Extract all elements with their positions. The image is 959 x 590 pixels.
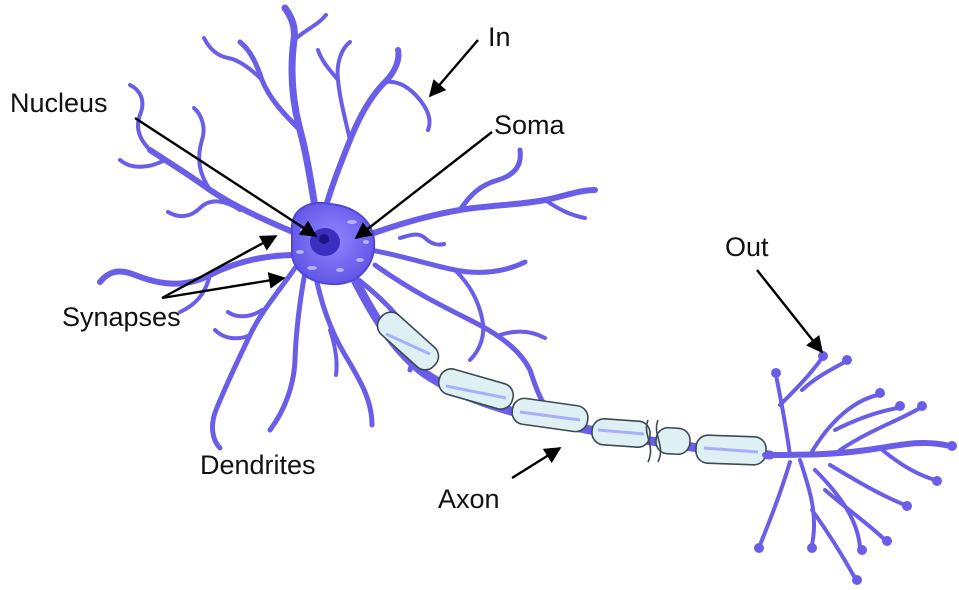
label-synapses: Synapses [62, 302, 181, 332]
axon [350, 270, 770, 465]
label-in: In [488, 22, 511, 52]
soma [292, 203, 374, 284]
label-nucleus: Nucleus [10, 88, 108, 118]
annotation-arrows [135, 40, 822, 478]
nucleolus [319, 234, 329, 244]
myelin-sheath [373, 307, 767, 465]
label-dendrites: Dendrites [200, 450, 316, 480]
label-soma: Soma [494, 110, 566, 140]
axon-terminals [754, 351, 957, 585]
label-axon: Axon [438, 484, 500, 514]
label-out: Out [725, 232, 769, 262]
